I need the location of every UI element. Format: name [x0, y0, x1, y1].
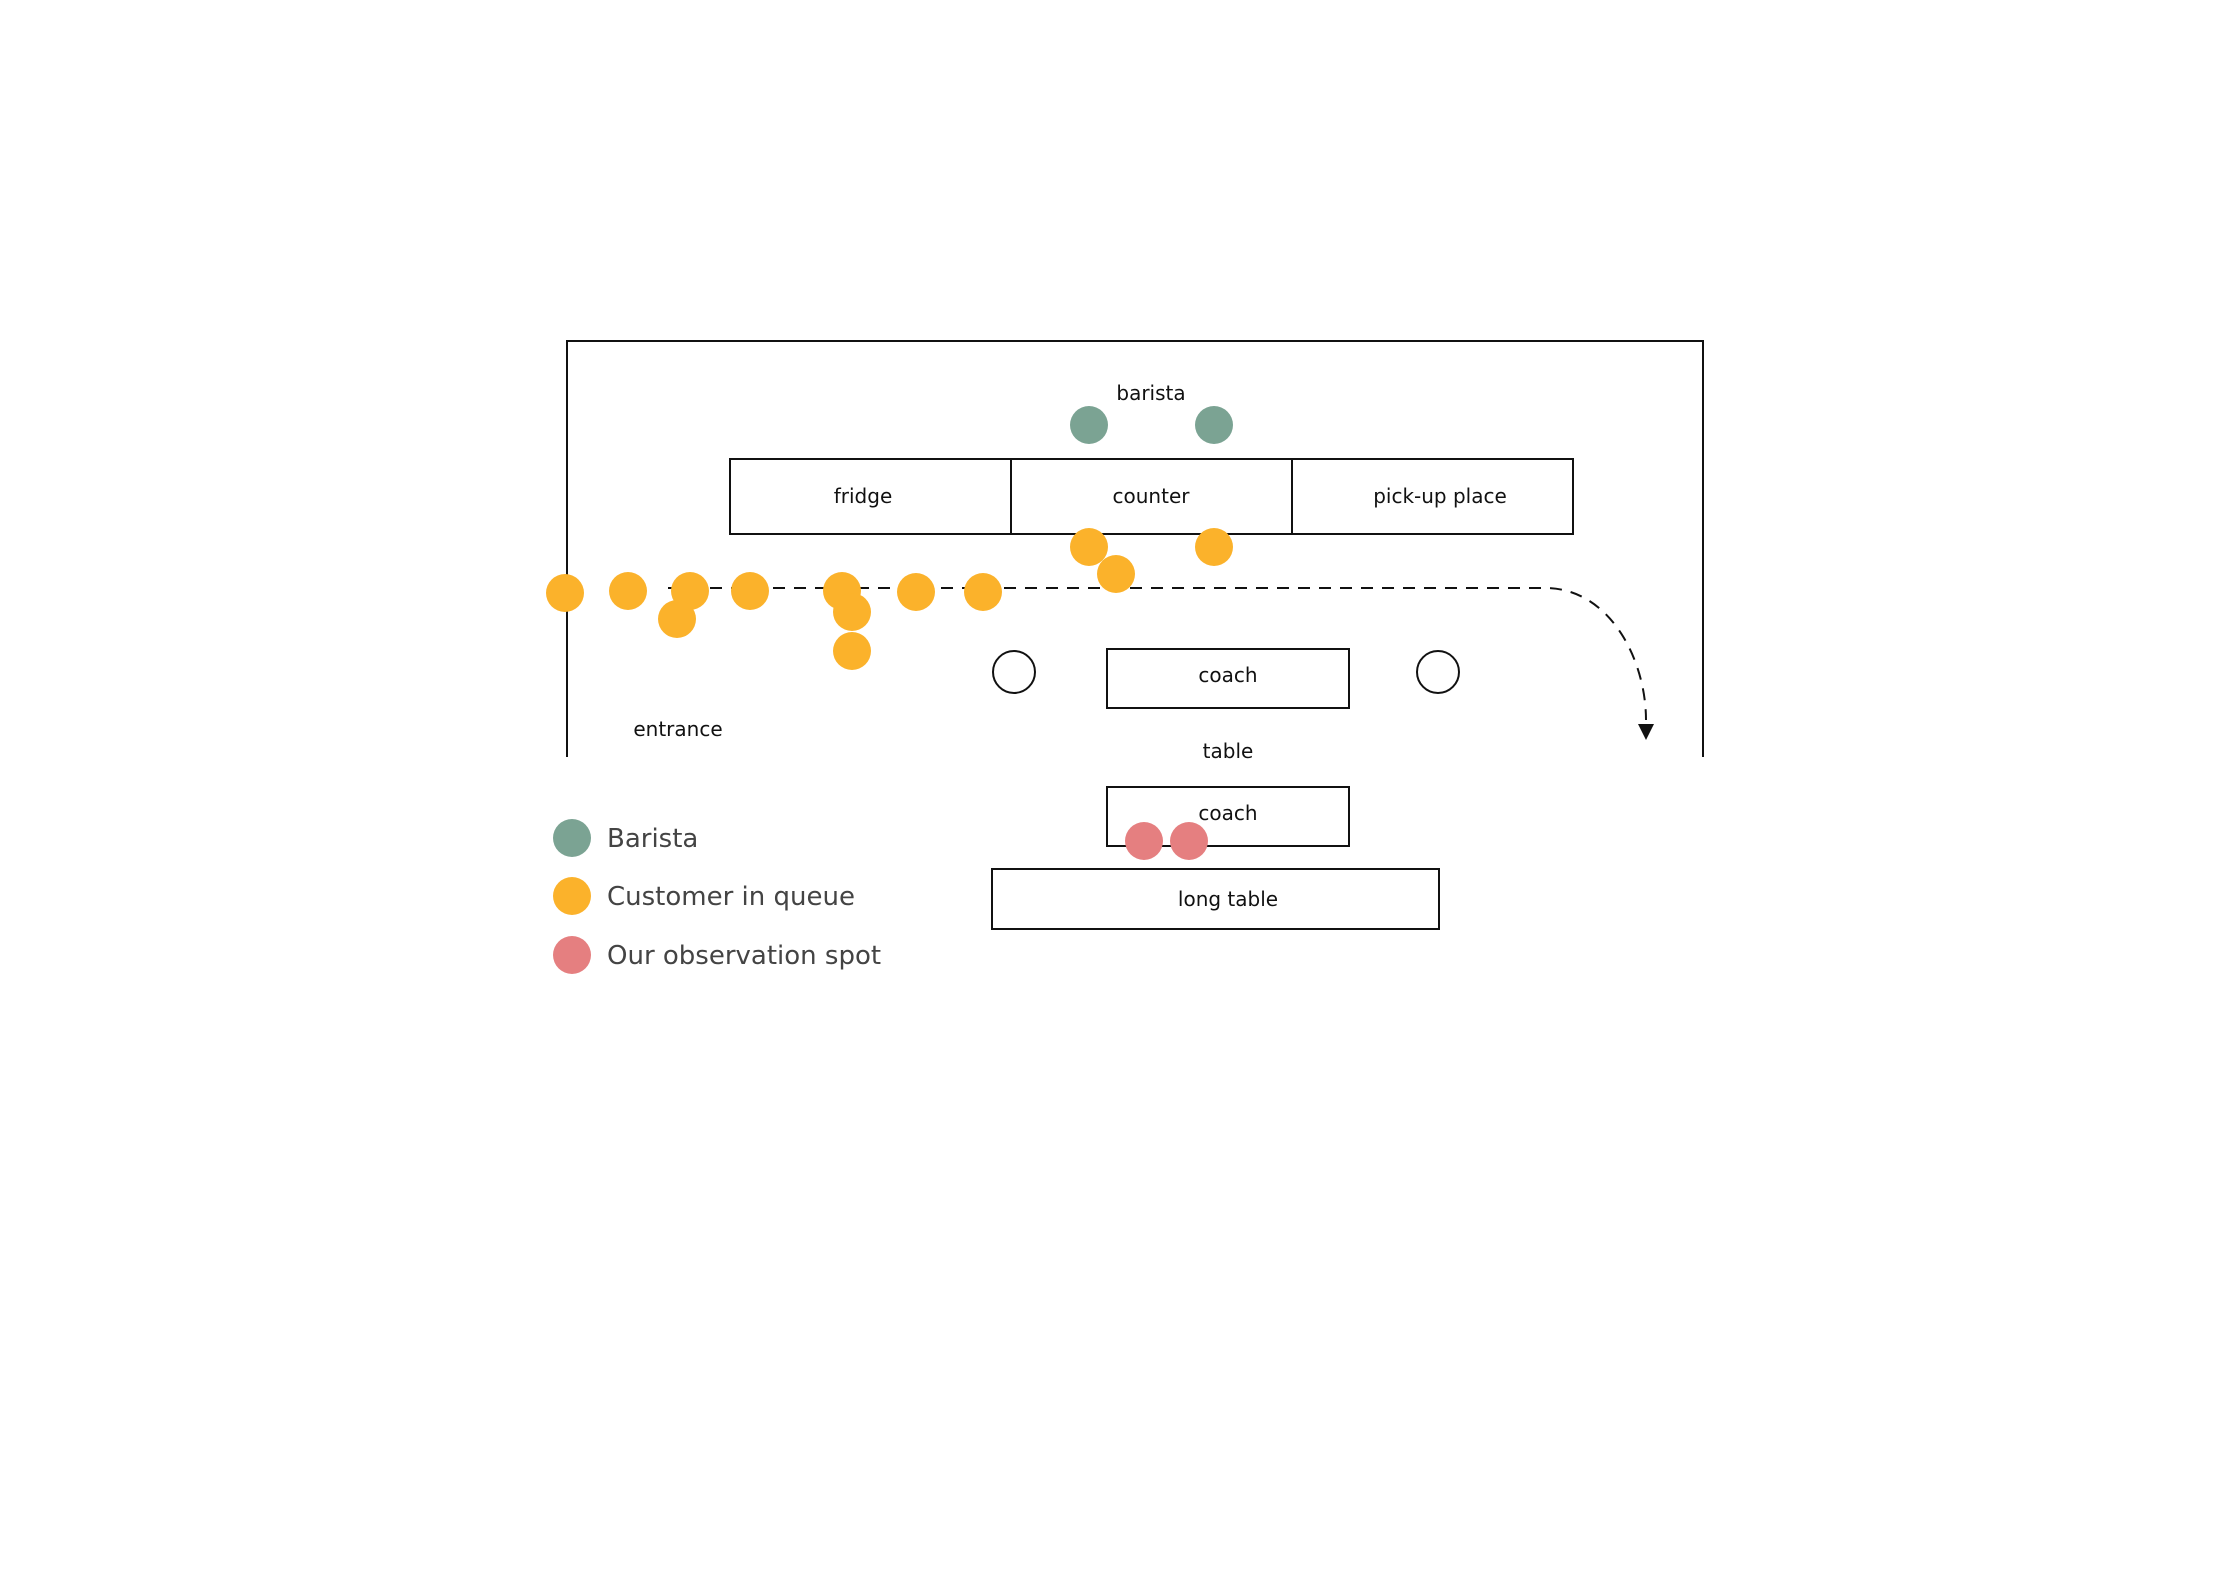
room-walls [566, 340, 1704, 757]
customer-marker [964, 573, 1002, 611]
entrance-label: entrance [633, 717, 722, 741]
customer-marker [833, 632, 871, 670]
legend-swatch-barista [553, 819, 591, 857]
observer-marker [1125, 822, 1163, 860]
queue-arrowhead [1638, 724, 1654, 740]
coach-bottom-label: coach [1198, 801, 1257, 825]
stool-circle [1416, 650, 1460, 694]
counter-label: counter [1113, 484, 1191, 508]
legend-swatch-observer [553, 936, 591, 974]
barista-label: barista [1116, 381, 1185, 405]
legend-swatch-customer [553, 877, 591, 915]
coach-bottom-box [1106, 786, 1350, 847]
legend-label-barista: Barista [607, 824, 698, 854]
customer-marker [1195, 528, 1233, 566]
queue-path [668, 587, 1647, 721]
customer-marker [658, 600, 696, 638]
customer-marker [897, 573, 935, 611]
legend: Barista Customer in queue Our observatio… [553, 819, 881, 974]
fridge-label: fridge [834, 484, 893, 508]
customer-group [546, 528, 1233, 670]
customer-marker [731, 572, 769, 610]
customer-marker [1097, 555, 1135, 593]
stool-circle [992, 650, 1036, 694]
observer-marker [1170, 822, 1208, 860]
customer-marker [833, 593, 871, 631]
customer-marker [1070, 528, 1108, 566]
customer-marker [546, 574, 584, 612]
long-table-label: long table [1178, 887, 1278, 911]
counter-box [1010, 458, 1293, 535]
table-label: table [1203, 739, 1254, 763]
pickup-box [1291, 458, 1574, 535]
pickup-label: pick-up place [1373, 484, 1507, 508]
coach-top-box [1106, 648, 1350, 709]
long-table-box [991, 868, 1440, 930]
barista-marker [1195, 406, 1233, 444]
legend-label-customer: Customer in queue [607, 882, 855, 912]
legend-label-observer: Our observation spot [607, 941, 881, 971]
customer-marker [609, 572, 647, 610]
barista-marker [1070, 406, 1108, 444]
coach-top-label: coach [1198, 663, 1257, 687]
